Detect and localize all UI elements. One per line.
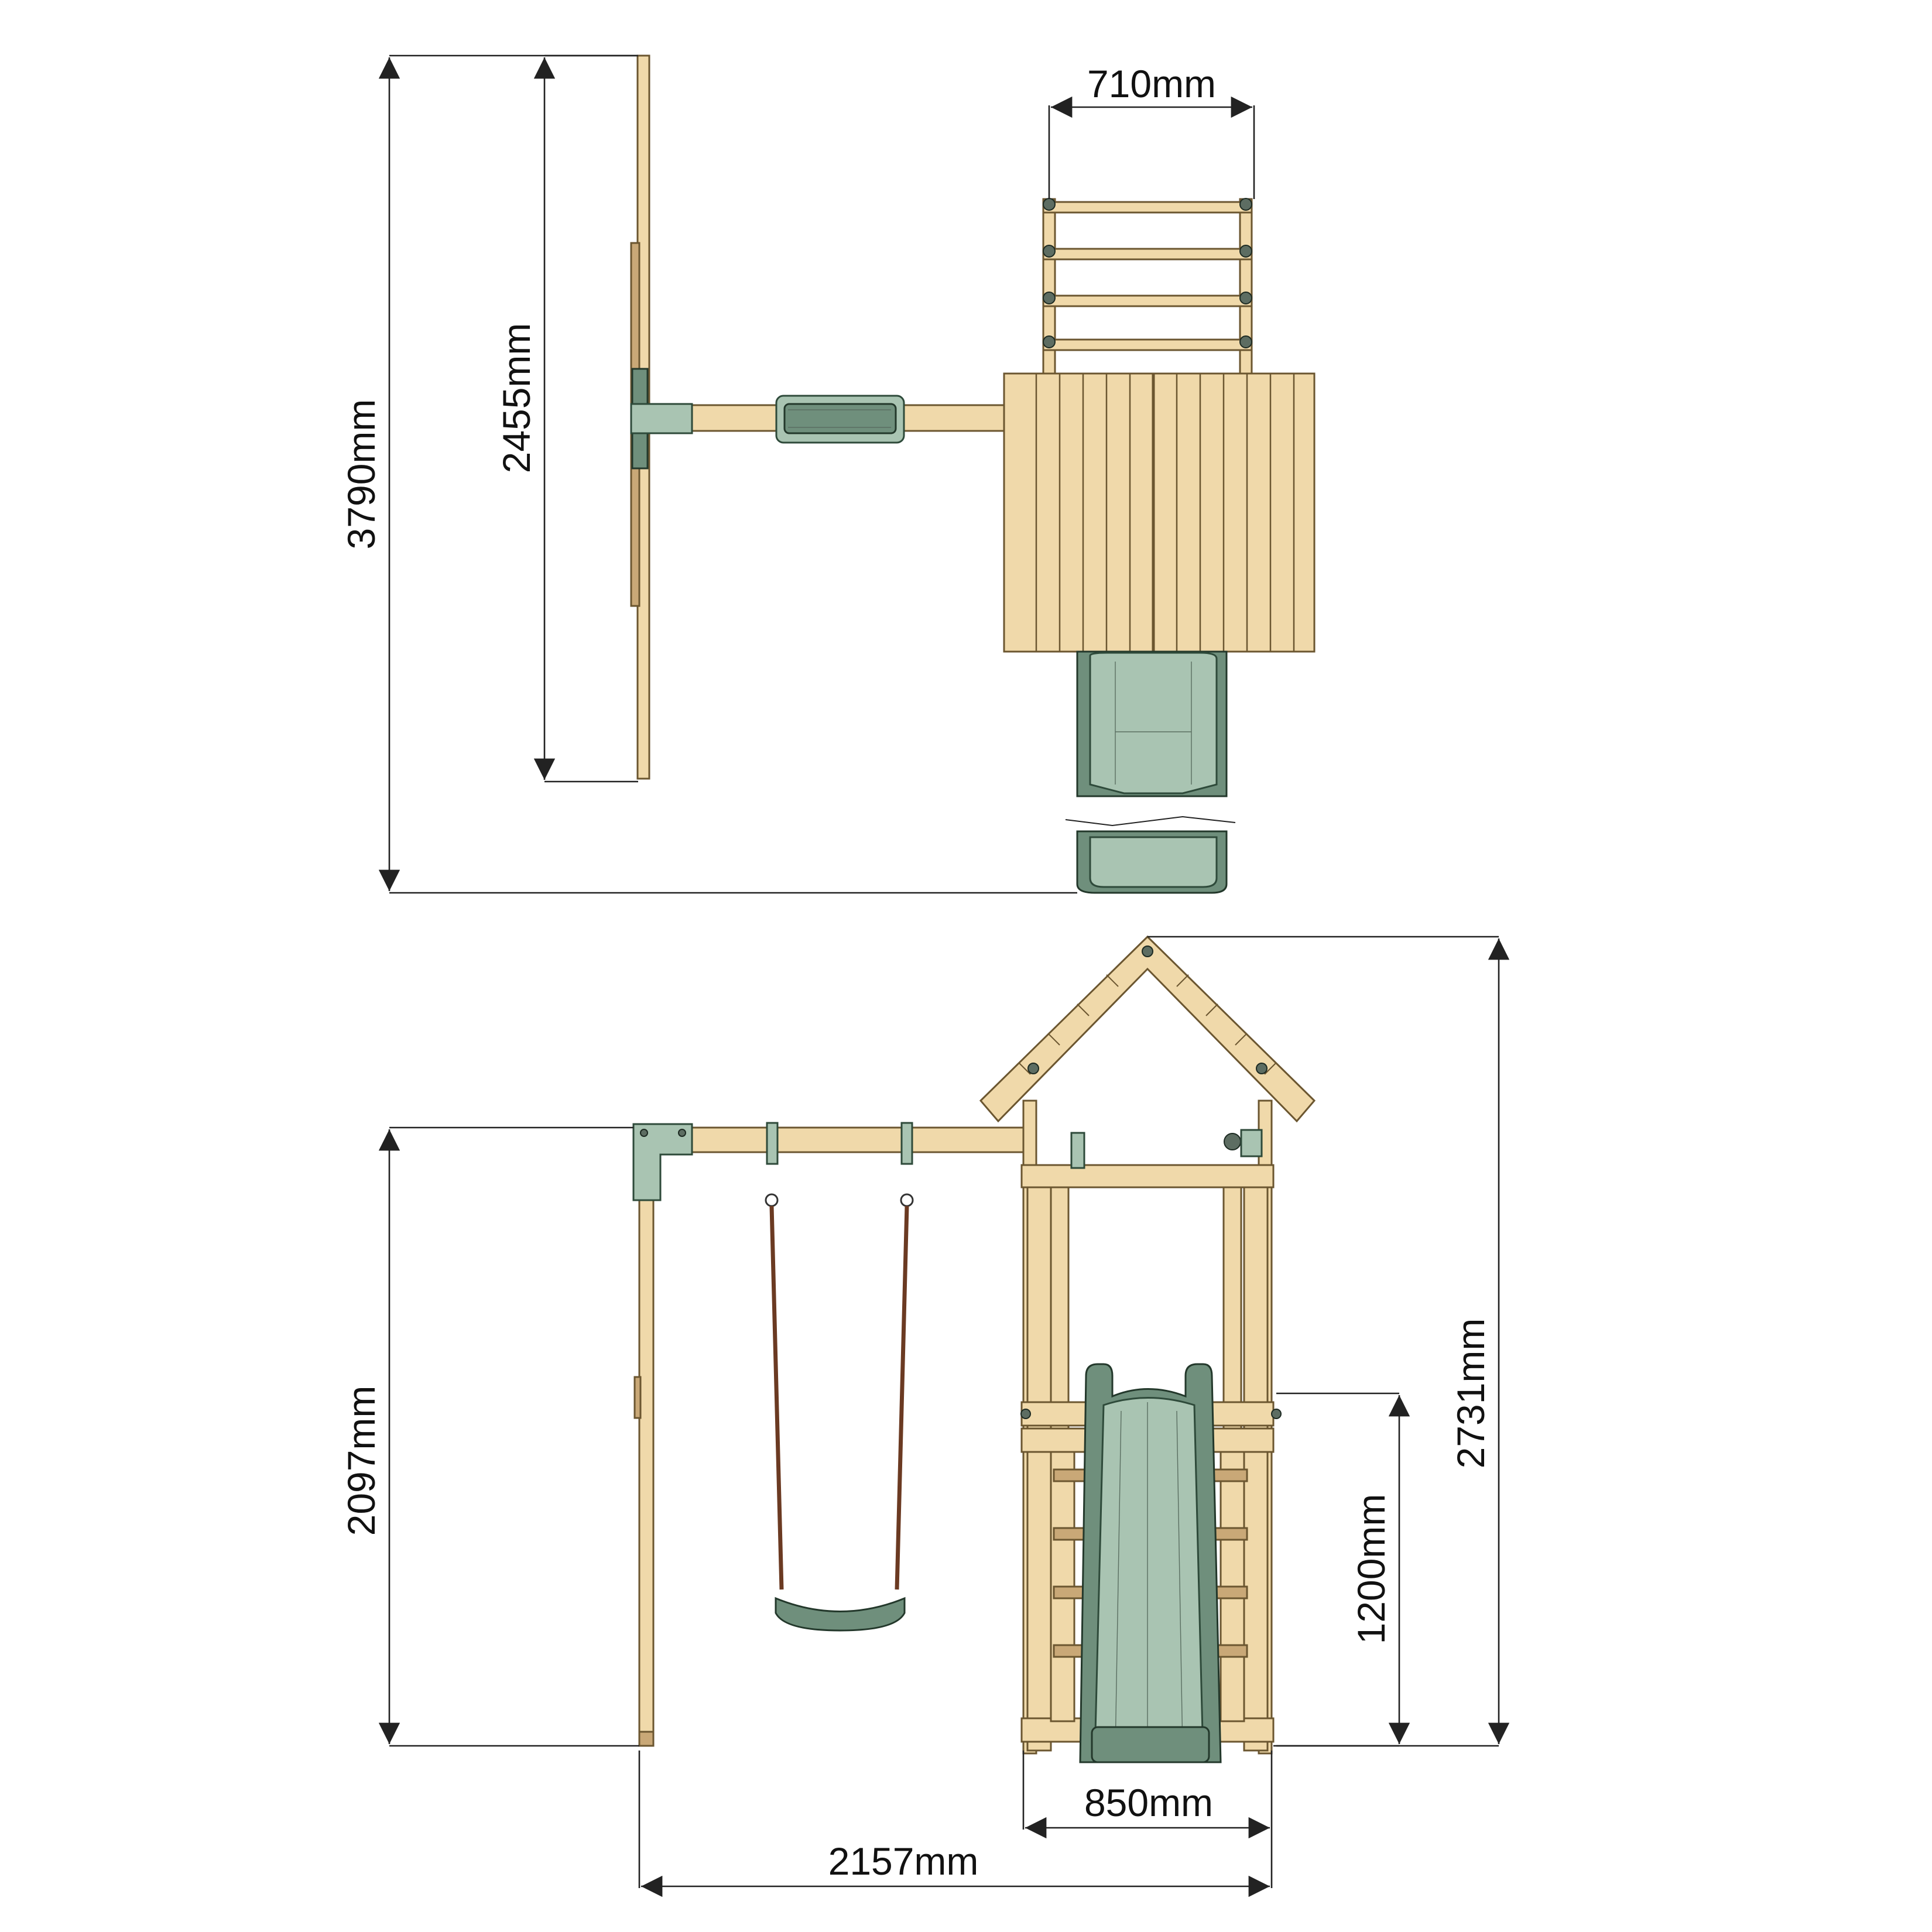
dimension-2097-label: 2097mm xyxy=(340,1386,383,1536)
slide-front xyxy=(1079,1363,1222,1763)
dimension-3790 xyxy=(378,54,1077,894)
dimension-1200 xyxy=(1276,1392,1410,1747)
dimension-850-label: 850mm xyxy=(1084,1781,1213,1824)
swing-beam-top xyxy=(630,395,1005,444)
dimension-710-label: 710mm xyxy=(1087,62,1216,105)
roof-front xyxy=(979,935,1316,1123)
tower-frame-front xyxy=(1020,1099,1282,1755)
dimension-2097 xyxy=(378,1126,639,1747)
swing-post-front xyxy=(633,1129,655,1747)
ladder-top xyxy=(1042,198,1253,375)
dimension-1200-label: 1200mm xyxy=(1349,1494,1393,1645)
roof-top xyxy=(1003,372,1316,653)
swing-front xyxy=(765,1193,914,1632)
dimension-2157 xyxy=(638,1751,1273,1897)
dimension-2455 xyxy=(533,54,638,783)
slide-top xyxy=(1065,650,1236,894)
dimension-2455-label: 2455mm xyxy=(495,323,538,474)
top-view: 3790mm 2455mm 710mm xyxy=(340,54,1316,894)
dimension-850 xyxy=(1022,1751,1273,1839)
swing-beam-front xyxy=(632,1122,1026,1201)
dimension-3790-label: 3790mm xyxy=(340,399,383,550)
dimension-710 xyxy=(1048,96,1255,199)
dimension-2731-label: 2731mm xyxy=(1449,1318,1492,1469)
dimension-2157-label: 2157mm xyxy=(828,1839,979,1883)
front-view: 2097mm 2731mm 1200mm 850mm 2157mm xyxy=(340,935,1510,1897)
